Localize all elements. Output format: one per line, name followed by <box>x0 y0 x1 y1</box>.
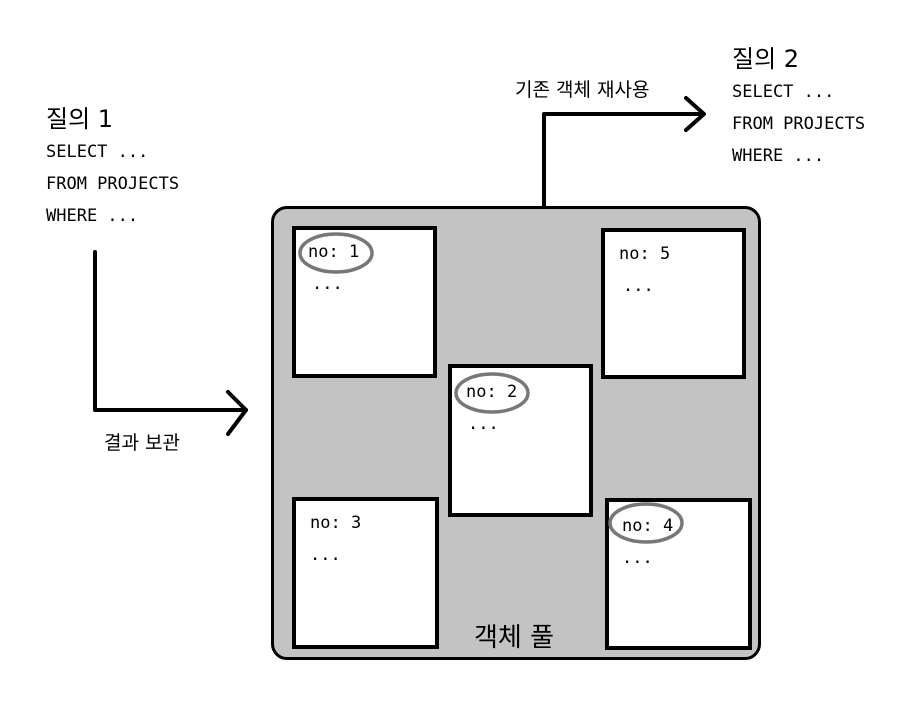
query2-line-select: SELECT ... <box>732 82 835 102</box>
object-body-ellipsis: ... <box>468 414 499 434</box>
pooled-object-3: no: 3 ... <box>292 497 439 649</box>
store-result-arrowhead <box>226 390 248 436</box>
highlight-ring-no-1 <box>298 232 374 274</box>
query1-sql: SELECT ... FROM PROJECTS WHERE ... <box>46 136 179 232</box>
object-no-label: no: 5 <box>619 244 671 264</box>
object-body-ellipsis: ... <box>310 545 341 565</box>
pooled-object-1: no: 1 ... <box>292 226 437 378</box>
query2-sql: SELECT ... FROM PROJECTS WHERE ... <box>732 76 865 172</box>
query2-line-from: FROM PROJECTS <box>732 114 866 134</box>
query1-title: 질의 1 <box>46 105 114 133</box>
query2-title: 질의 2 <box>732 45 800 73</box>
object-pool-label: 객체 풀 <box>474 623 555 653</box>
object-body-ellipsis: ... <box>622 548 653 568</box>
object-body-ellipsis: ... <box>312 274 343 294</box>
object-no-label: no: 4 <box>622 516 674 536</box>
store-result-label: 결과 보관 <box>104 432 180 454</box>
highlight-ring-no-4 <box>608 502 684 544</box>
pooled-object-4: no: 4 ... <box>605 498 752 650</box>
store-result-arrow <box>93 250 248 412</box>
query1-line-select: SELECT ... <box>46 142 149 162</box>
object-body-ellipsis: ... <box>623 276 654 296</box>
object-pool: no: 1 ... no: 5 ... no: 2 ... no: 3 ... … <box>271 206 761 660</box>
query1-line-from: FROM PROJECTS <box>46 174 180 194</box>
object-no-label: no: 1 <box>308 242 360 262</box>
query1-line-where: WHERE ... <box>46 206 139 226</box>
pooled-object-2: no: 2 ... <box>448 364 593 517</box>
reuse-object-arrow <box>542 112 702 208</box>
pooled-object-5: no: 5 ... <box>601 228 746 379</box>
highlight-ring-no-2 <box>454 372 530 414</box>
query2-line-where: WHERE ... <box>732 146 825 166</box>
object-no-label: no: 2 <box>466 382 518 402</box>
object-no-label: no: 3 <box>310 513 362 533</box>
reuse-object-label: 기존 객체 재사용 <box>515 79 650 101</box>
reuse-object-arrowhead <box>684 96 706 132</box>
